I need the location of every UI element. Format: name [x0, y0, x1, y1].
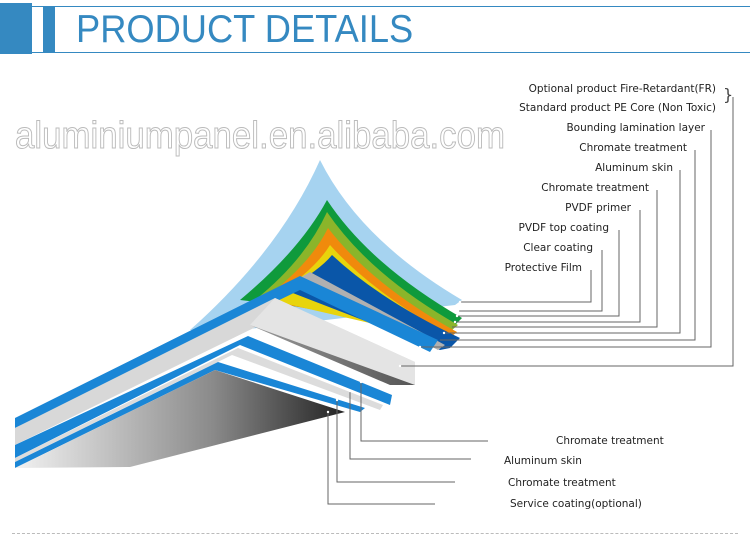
layer-aluminum-skin-top: [285, 255, 460, 350]
label-pe-core: Standard product PE Core (Non Toxic): [519, 102, 716, 114]
label-aluminum-skin: Aluminum skin: [595, 162, 673, 174]
brace-icon: }: [723, 85, 733, 104]
label-fire-retardant: Optional product Fire-Retardant(FR): [529, 83, 716, 95]
header-accent-bar: [43, 6, 55, 52]
header-accent-block: [0, 3, 32, 54]
page-title: PRODUCT DETAILS: [76, 8, 414, 51]
watermark: aluminiumpanel.en.alibaba.com: [15, 115, 505, 157]
label-protective-film: Protective Film: [505, 262, 582, 274]
header-divider-bottom: [32, 52, 750, 53]
footer-divider: [12, 533, 738, 534]
label-service-coating: Service coating(optional): [510, 498, 642, 510]
label-pvdf-primer: PVDF primer: [565, 202, 632, 214]
leader-lines: [327, 97, 734, 505]
layer-chromate-bottom: [15, 348, 383, 462]
label-chromate-2: Chromate treatment: [541, 182, 649, 194]
label-pvdf-top: PVDF top coating: [518, 222, 609, 234]
bottom-labels: Chromate treatment Aluminum skin Chromat…: [504, 435, 664, 510]
label-bounding-layer: Bounding lamination layer: [566, 122, 705, 134]
layer-core-front: [250, 298, 415, 385]
label-clear-coating: Clear coating: [523, 242, 593, 254]
layer-service-coating: [15, 370, 345, 468]
leader-dots: [326, 300, 462, 414]
top-labels: Optional product Fire-Retardant(FR) Stan…: [505, 83, 716, 274]
layer-bounding-bottom: [15, 336, 392, 458]
layer-core-side: [250, 325, 415, 385]
label-bottom-chromate-1: Chromate treatment: [556, 435, 664, 447]
label-bottom-aluminum: Aluminum skin: [504, 455, 582, 467]
label-chromate-1: Chromate treatment: [579, 142, 687, 154]
header-divider-top: [32, 6, 750, 7]
label-bottom-chromate-2: Chromate treatment: [508, 477, 616, 489]
